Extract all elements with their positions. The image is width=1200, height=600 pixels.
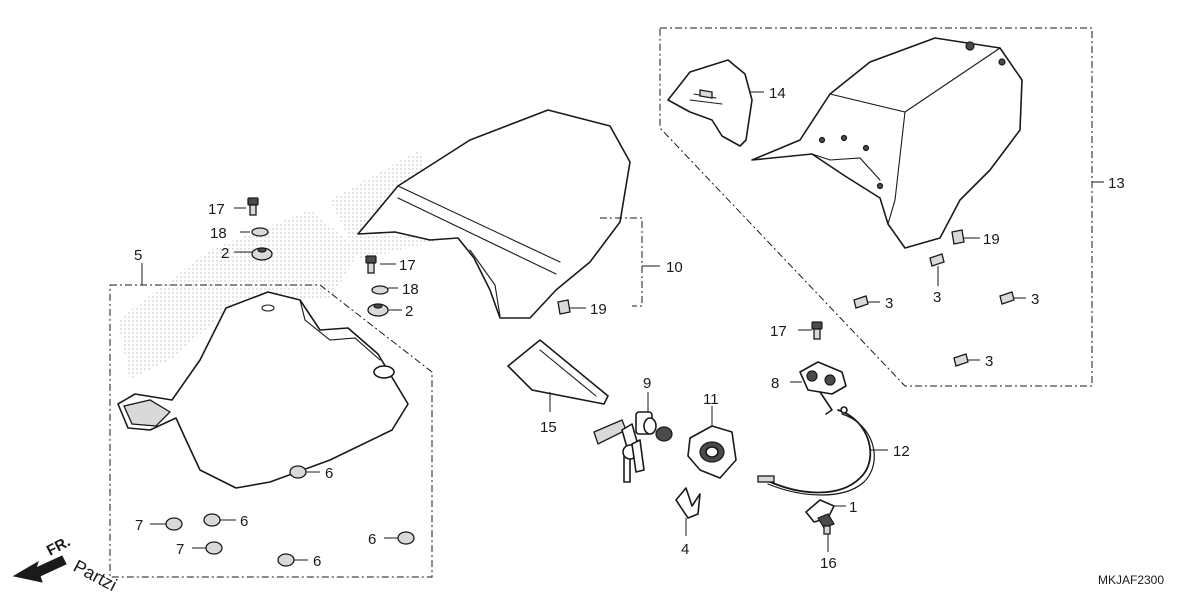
- clip-part-4[interactable]: [675, 487, 701, 519]
- callout-17-left: 17: [208, 201, 225, 218]
- callout-17-middle: 17: [399, 257, 416, 274]
- callout-19-middle: 19: [590, 301, 607, 318]
- clip-part-3-a[interactable]: [929, 253, 945, 267]
- callout-6-b: 6: [240, 513, 248, 530]
- callout-9: 9: [643, 375, 651, 392]
- callout-10: 10: [666, 259, 683, 276]
- front-seat-part-5[interactable]: [117, 291, 409, 489]
- watermark-text: Partzi: [70, 556, 120, 595]
- clip-part-3-c[interactable]: [999, 291, 1015, 305]
- group-5-dashed-frame: [109, 284, 433, 578]
- seat-lock-part-9[interactable]: [593, 411, 673, 483]
- callout-16: 16: [820, 555, 837, 572]
- callout-17-right: 17: [770, 323, 787, 340]
- callout-3-b: 3: [885, 295, 893, 312]
- callout-15: 15: [540, 419, 557, 436]
- callout-3-c: 3: [1031, 291, 1039, 308]
- callout-14: 14: [769, 85, 786, 102]
- washer-part-18-middle[interactable]: [371, 285, 389, 295]
- front-seat-dotted-shadow: [118, 210, 360, 380]
- seat-cable-part-12[interactable]: [757, 406, 875, 496]
- bolt-part-17-middle[interactable]: [365, 255, 377, 274]
- group-13-dashed-frame: [659, 27, 1093, 387]
- callout-labels: 17 18 2 5 17 18 2 6 6 7 7 6 6 19 10 15 9…: [134, 85, 1125, 572]
- cushion-part-6-d[interactable]: [277, 553, 295, 567]
- rear-seat-part-10[interactable]: [357, 109, 631, 319]
- front-arrow-icon: FR.: [12, 533, 73, 583]
- callout-6-a: 6: [325, 465, 333, 482]
- cushion-part-6-c[interactable]: [397, 531, 415, 545]
- cap-cover-part-11[interactable]: [687, 425, 737, 479]
- callout-6-c: 6: [368, 531, 376, 548]
- cushion-part-7-a[interactable]: [165, 517, 183, 531]
- callout-3-d: 3: [985, 353, 993, 370]
- seat-hook-part-15[interactable]: [506, 338, 610, 405]
- callout-18-left: 18: [210, 225, 227, 242]
- bolt-part-17-right[interactable]: [811, 321, 823, 340]
- callout-7-b: 7: [176, 541, 184, 558]
- orientation-label: FR.: [44, 533, 73, 559]
- callout-5: 5: [134, 247, 142, 264]
- clip-part-3-d[interactable]: [953, 353, 969, 367]
- cushion-part-6-b[interactable]: [203, 513, 221, 527]
- rear-seat-cowl-part-13[interactable]: [751, 37, 1023, 249]
- callout-11: 11: [703, 391, 719, 408]
- callout-8: 8: [771, 375, 779, 392]
- grommet-part-2-left[interactable]: [251, 247, 273, 261]
- rubber-cap-part-19-upper[interactable]: [951, 229, 965, 245]
- bolt-part-17-left[interactable]: [247, 197, 259, 216]
- rubber-cap-part-19-middle[interactable]: [557, 299, 571, 315]
- callout-6-d: 6: [313, 553, 321, 570]
- callout-12: 12: [893, 443, 910, 460]
- group-10-dashed-line: [600, 217, 643, 307]
- callout-2-middle: 2: [405, 303, 413, 320]
- diagram-code: MKJAF2300: [1098, 573, 1164, 587]
- callout-13: 13: [1108, 175, 1125, 192]
- callout-3-a: 3: [933, 289, 941, 306]
- leader-lines: [141, 91, 1104, 561]
- seat-latch-part-8[interactable]: [799, 361, 847, 415]
- grommet-part-2-middle[interactable]: [367, 303, 389, 317]
- cushion-part-6-a[interactable]: [289, 465, 307, 479]
- callout-1: 1: [849, 499, 857, 516]
- callout-18-middle: 18: [402, 281, 419, 298]
- bolt-part-16[interactable]: [817, 513, 835, 535]
- callout-4: 4: [681, 541, 689, 558]
- rear-seat-bracket-part-14[interactable]: [667, 59, 753, 147]
- cushion-part-7-b[interactable]: [205, 541, 223, 555]
- callout-2-left: 2: [221, 245, 229, 262]
- clip-part-3-b[interactable]: [853, 295, 869, 309]
- callout-19-upper: 19: [983, 231, 1000, 248]
- washer-part-18-left[interactable]: [251, 227, 269, 237]
- callout-7-a: 7: [135, 517, 143, 534]
